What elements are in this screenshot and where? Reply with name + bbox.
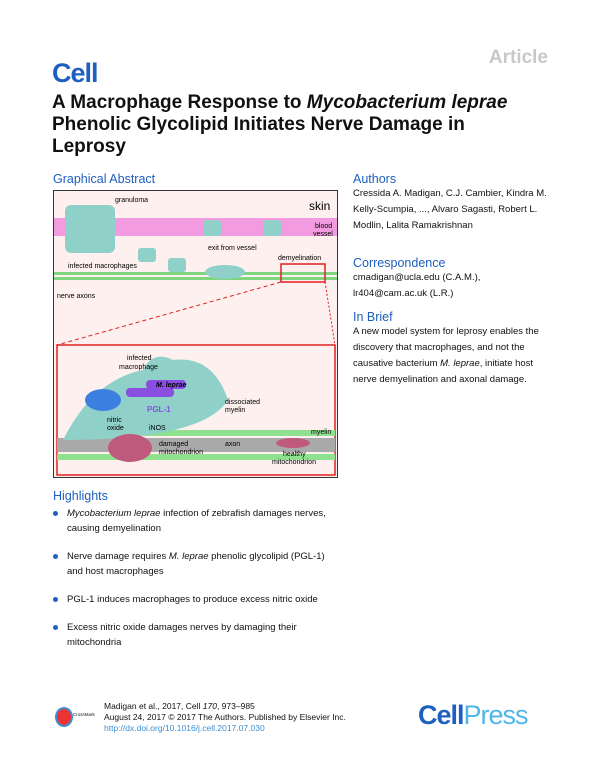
text: , initiate host nerve demyelination and … [353, 358, 534, 385]
label-exit: exit from vessel [208, 245, 257, 252]
label-skin: skin [309, 199, 330, 213]
label-inos: iNOS [149, 425, 166, 432]
text-italic: M. leprae [440, 358, 480, 369]
doi-link[interactable]: http://dx.doi.org/10.1016/j.cell.2017.07… [104, 723, 265, 733]
correspondence: cmadigan@ucla.edu (C.A.M.), lr404@cam.ac.… [353, 270, 480, 302]
crossmark-label: CrossMark [73, 712, 95, 717]
cell-journal-logo: Cell [52, 58, 99, 88]
citation: Madigan et al., 2017, Cell 170, 973–985 … [104, 701, 346, 734]
label-demyelination: demyelination [278, 255, 321, 262]
highlight-item: Nerve damage requires M. leprae phenolic… [53, 549, 343, 579]
label-myelin: myelin [311, 429, 331, 436]
authors-list: Cressida A. Madigan, C.J. Cambier, Kindr… [353, 188, 547, 231]
highlight-item: Mycobacterium leprae infection of zebraf… [53, 506, 343, 536]
label-vessel: vessel [313, 231, 333, 238]
label-nerve-axons: nerve axons [57, 293, 96, 300]
email-link[interactable]: cmadigan@ucla.edu (C.A.M.), [353, 272, 481, 283]
label-blood: blood [315, 223, 332, 230]
cellpress-logo: CellPress [418, 700, 529, 731]
label-infected: infected [127, 355, 152, 362]
label-m-leprae: M. leprae [156, 382, 186, 389]
highlights-heading: Highlights [53, 489, 108, 503]
email-link[interactable]: lr404@cam.ac.uk (L.R.) [353, 288, 454, 299]
correspondence-heading: Correspondence [353, 256, 446, 270]
text: , 973–985 [216, 701, 255, 711]
authors-heading: Authors [353, 172, 397, 186]
text-italic: M. leprae [168, 551, 209, 562]
title-text: A Macrophage Response to [52, 92, 307, 113]
article-type: Article [488, 47, 548, 68]
logo-text: Cell [418, 700, 465, 730]
graphical-abstract: granuloma skin blood vessel exit from ve… [53, 190, 338, 478]
highlights-list: Mycobacterium leprae infection of zebraf… [53, 506, 343, 663]
title-italic: Mycobacterium leprae [306, 92, 508, 113]
label-axon: axon [225, 441, 240, 448]
highlight-item: PGL-1 induces macrophages to produce exc… [53, 592, 343, 607]
in-brief-heading: In Brief [353, 310, 393, 324]
page-title: A Macrophage Response to Mycobacterium l… [52, 92, 522, 158]
label-mitochondrion: mitochondrion [272, 459, 316, 466]
label-granuloma: granuloma [115, 197, 148, 204]
label-macrophage: macrophage [119, 364, 158, 371]
volume: 170 [202, 701, 217, 711]
label-mitochondrion: mitochondrion [159, 449, 203, 456]
text: infection of zebrafish damages nerves, c… [67, 508, 326, 534]
title-text: Phenolic Glycolipid Initiates Nerve Dama… [52, 114, 465, 157]
label-pgl1: PGL-1 [147, 405, 171, 414]
in-brief-text: A new model system for leprosy enables t… [353, 324, 548, 388]
label-infected-macrophages: infected macrophages [68, 263, 137, 270]
date-line: August 24, 2017 © 2017 The Authors. Publ… [104, 712, 346, 722]
label-damaged: damaged [159, 441, 188, 448]
label-nitric: nitric [107, 417, 122, 424]
label-dissociated: dissociated [225, 399, 260, 406]
graphical-abstract-heading: Graphical Abstract [53, 172, 156, 186]
text: Nerve damage requires [67, 551, 169, 562]
text: Madigan et al., 2017, Cell [104, 701, 203, 711]
logo-text: Press [463, 700, 529, 730]
label-oxide: oxide [107, 425, 124, 432]
citation-line: Madigan et al., 2017, Cell 170, 973–985 [104, 701, 346, 712]
highlight-item: Excess nitric oxide damages nerves by da… [53, 620, 343, 650]
crossmark-icon[interactable] [55, 707, 73, 727]
label-healthy: healthy [283, 451, 306, 458]
text-italic: Mycobacterium leprae [67, 508, 161, 519]
text: A new model system for leprosy enables t… [353, 326, 539, 369]
text: phenolic glycolipid (PGL-1) and host mac… [67, 551, 325, 577]
label-myelin: myelin [225, 407, 245, 414]
